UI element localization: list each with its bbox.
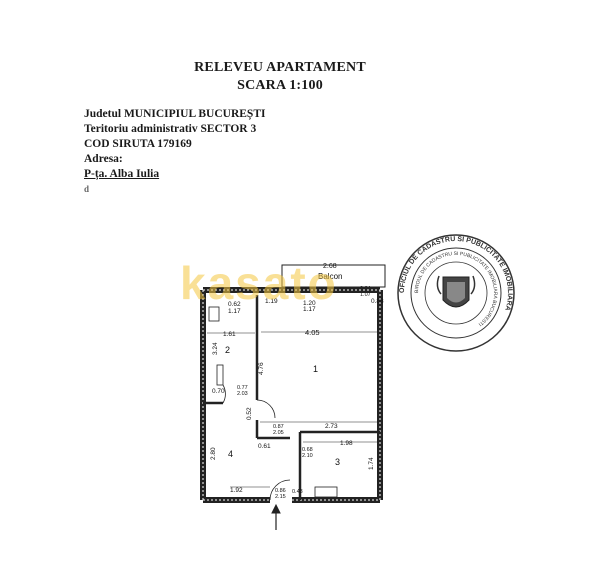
bath-fixture [314, 486, 338, 498]
dim-087: 0.87 [273, 424, 284, 430]
dim-068: 0.68 [302, 447, 313, 453]
dim-324: 3.24 [212, 342, 219, 355]
dim-077: 0.77 [237, 385, 248, 391]
document-scale: SCARA 1:100 [237, 78, 323, 93]
balcony-label: Balcon [318, 272, 342, 281]
outer-walls-hatch [202, 289, 381, 501]
dim-117b: 1.17 [303, 306, 316, 313]
floor-plan: 2.68 Balcon 0.84 1.07 [200, 263, 386, 530]
dim-405: 4.05 [305, 328, 320, 337]
room-number-4: 4 [228, 449, 233, 459]
dim-174: 1.74 [368, 457, 375, 470]
info-judet: Judetul MUNICIPIUL BUCUREȘTI [84, 108, 266, 120]
dim-086: 0.86 [275, 488, 286, 494]
dim-117a: 1.17 [228, 308, 241, 315]
info-partial-line: d [84, 184, 90, 194]
info-adresa-label: Adresa: [84, 153, 123, 165]
document-title: RELEVEU APARTAMENT [194, 60, 366, 75]
dim-198: 1.98 [340, 440, 353, 447]
dim-062: 0.62 [228, 301, 241, 308]
dim-120: 1.20 [303, 300, 316, 307]
entrance-arrow-icon [271, 503, 281, 530]
balcony-small-bottom: 1.07 [360, 292, 371, 298]
dim-203: 2.03 [237, 391, 248, 397]
coat-of-arms-icon [436, 275, 476, 308]
balcony-width-label: 2.68 [323, 263, 337, 270]
dim-476: 4.76 [258, 362, 265, 375]
dim-088: 0.88 [371, 298, 384, 305]
dim-119: 1.19 [265, 298, 278, 305]
dim-161: 1.61 [223, 331, 236, 338]
dim-061: 0.61 [258, 443, 271, 450]
room-numbers: 2 1 3 4 [225, 345, 340, 467]
watermark-logo: kasato [180, 257, 338, 309]
info-adresa-value: P-ța. Alba Iulia [84, 168, 160, 180]
fixture-box [216, 364, 224, 386]
info-teritoriu: Teritoriu administrativ SECTOR 3 [84, 123, 257, 135]
room-number-2: 2 [225, 345, 230, 355]
dim-070: 0.70 [212, 388, 225, 395]
door-arcs [222, 384, 291, 501]
dim-043: 0.43 [292, 489, 303, 495]
dim-215: 2.15 [275, 494, 286, 500]
info-siruta: COD SIRUTA 179169 [84, 138, 192, 150]
dim-280: 2.80 [210, 447, 217, 460]
dimension-lines [207, 331, 377, 488]
outer-walls [200, 287, 383, 503]
dim-273: 2.73 [325, 423, 338, 430]
inner-walls [203, 295, 380, 500]
cadastre-stamp: OFICIUL DE CADASTRU SI PUBLICITATE IMOBI… [397, 234, 515, 352]
dimension-labels: 0.62 1.17 1.19 1.20 1.17 0.88 1.61 4.05 … [210, 298, 384, 500]
room-number-3: 3 [335, 457, 340, 467]
dim-210: 2.10 [302, 453, 313, 459]
info-block: Judetul MUNICIPIUL BUCUREȘTI Teritoriu a… [84, 107, 265, 197]
room-number-1: 1 [313, 364, 318, 374]
dim-205: 2.05 [273, 430, 284, 436]
window-box [208, 306, 220, 322]
dim-052: 0.52 [246, 407, 253, 420]
dim-192: 1.92 [230, 487, 243, 494]
